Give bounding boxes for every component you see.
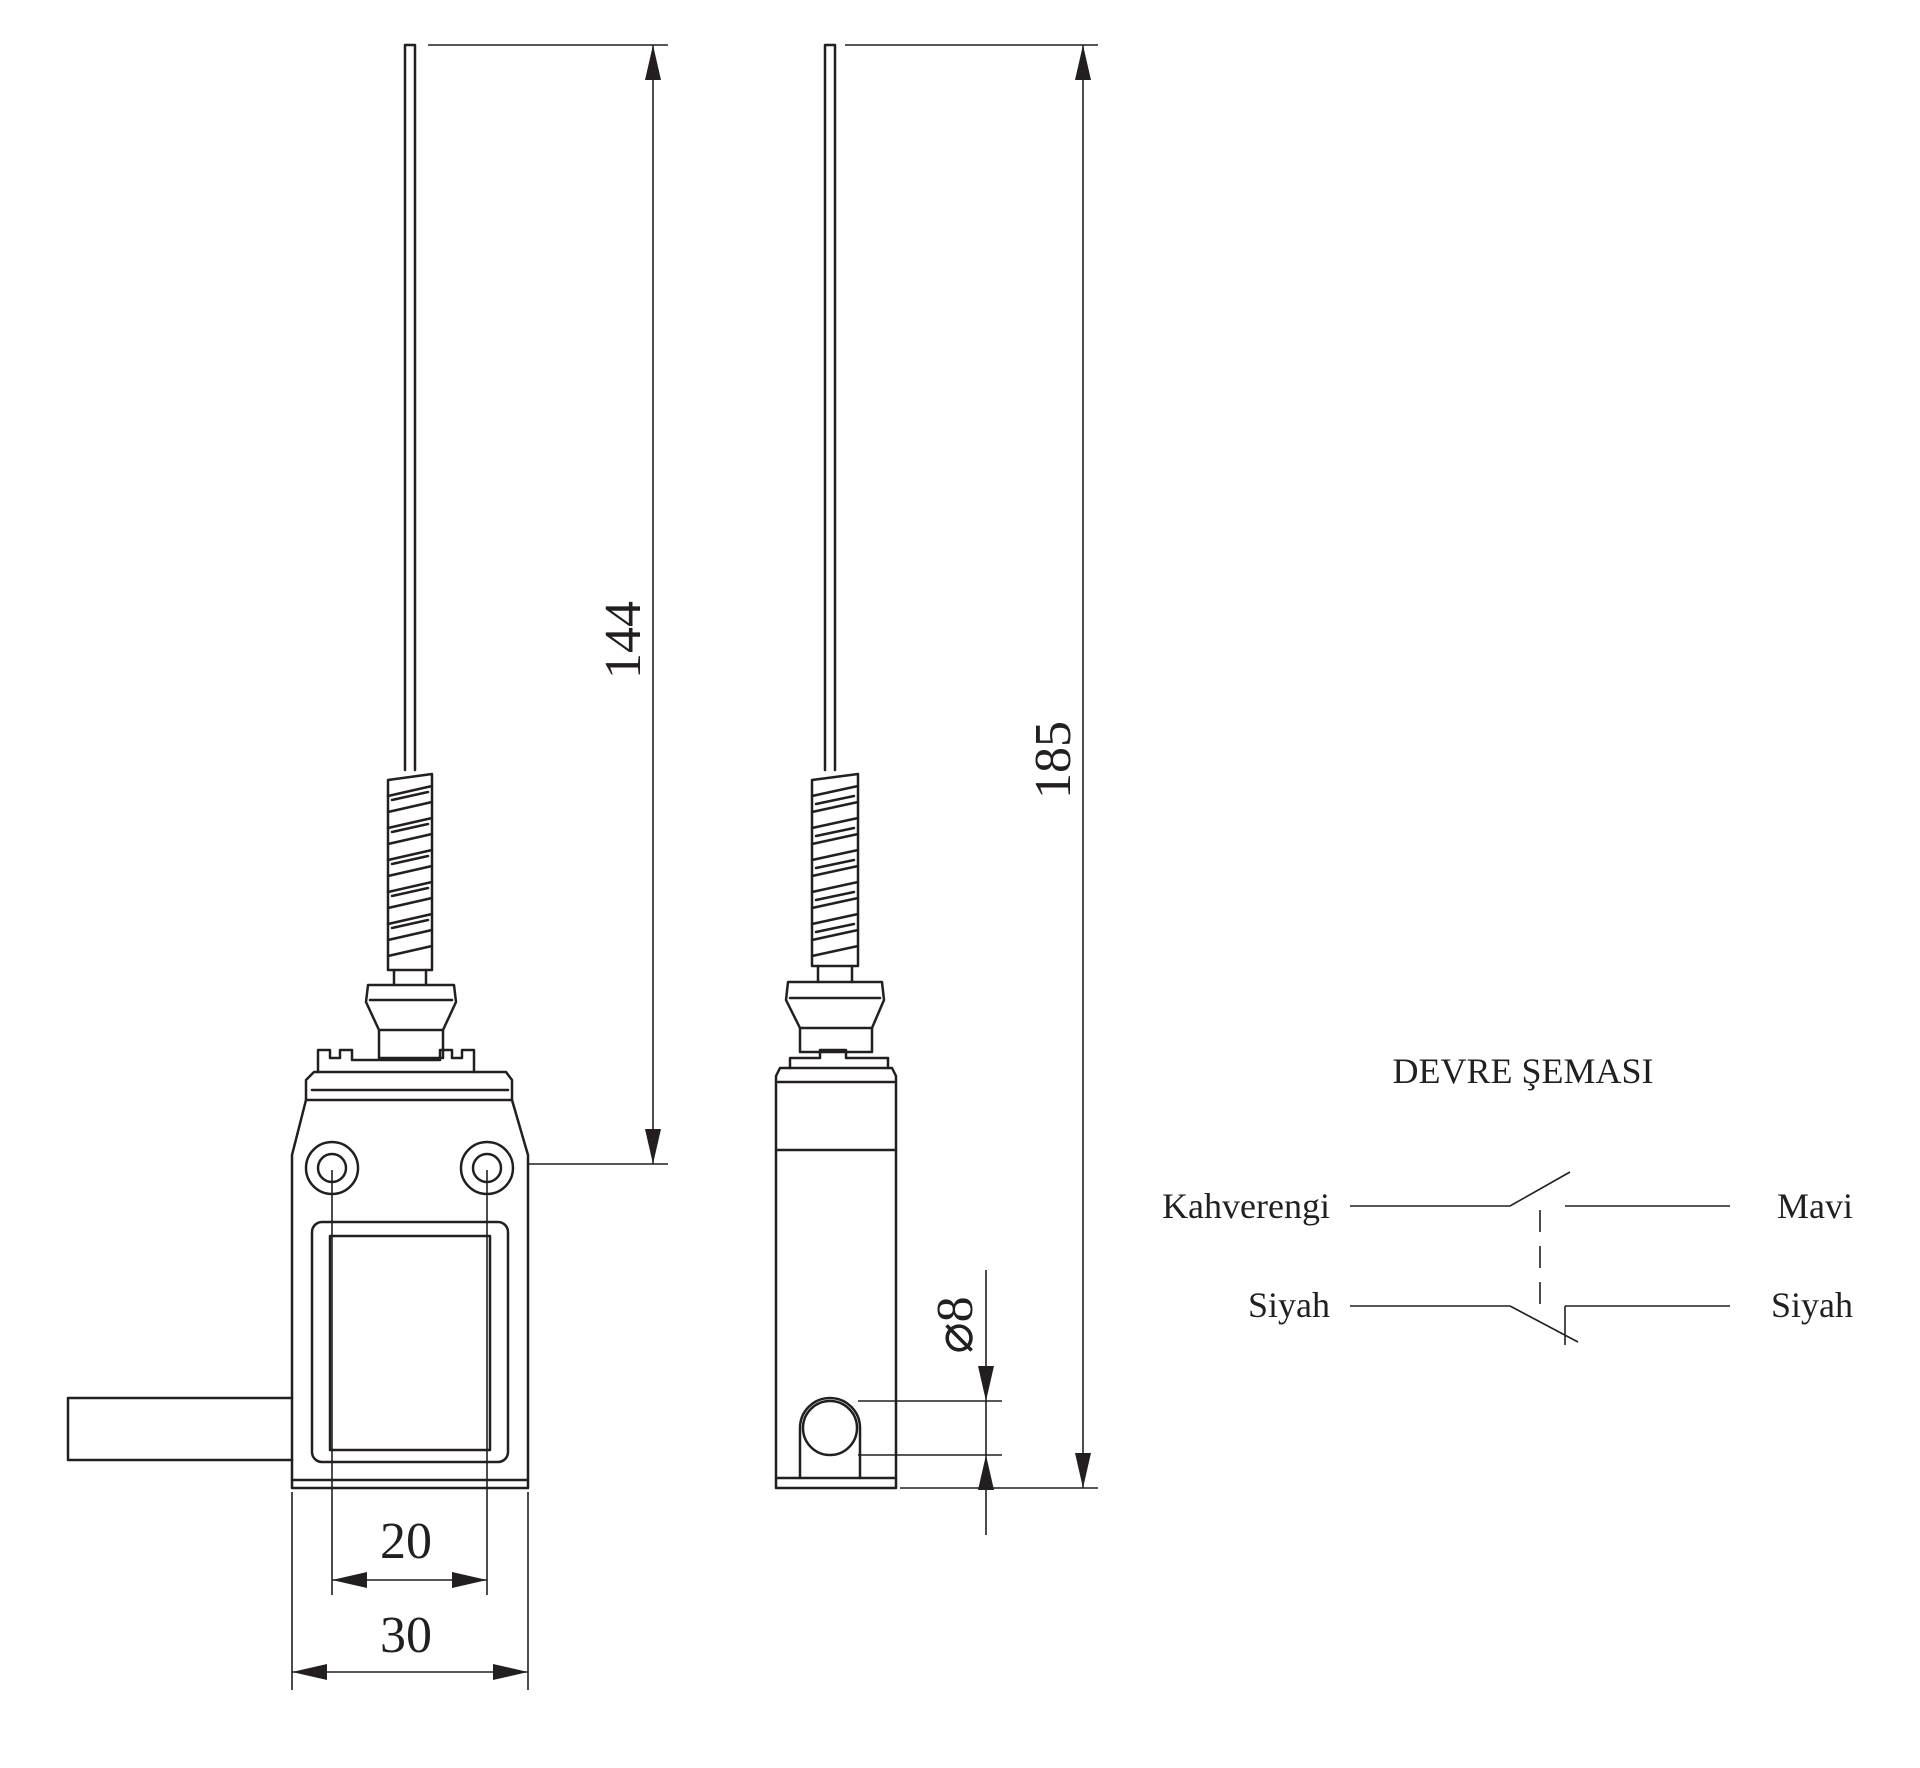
dim-total-height-label: 185 [1025, 721, 1082, 799]
front-housing [290, 1070, 530, 1490]
circuit-label-bottom-left: Siyah [1248, 1285, 1330, 1325]
front-top-rim [316, 1048, 476, 1074]
front-view [66, 43, 530, 1490]
front-label-window [310, 1220, 510, 1464]
dim-body-width-label: 30 [380, 1607, 432, 1664]
dim-hole-spacing [331, 1170, 488, 1595]
circuit-label-bottom-right: Siyah [1771, 1285, 1853, 1325]
circuit-title: DEVRE ŞEMASI [1392, 1051, 1653, 1091]
front-cable [66, 1396, 294, 1462]
side-view [774, 43, 898, 1490]
dim-rod-length-label: 144 [595, 601, 652, 679]
dim-roller-diameter-label: ⌀8 [927, 1296, 984, 1353]
dim-body-width [291, 1492, 529, 1690]
side-housing [774, 1066, 898, 1490]
dim-hole-spacing-label: 20 [380, 1513, 432, 1570]
circuit-symbol [1350, 1171, 1730, 1345]
side-actuator-cap [784, 980, 886, 1054]
circuit-label-top-right: Mavi [1777, 1186, 1853, 1226]
side-top-rim [788, 1048, 890, 1070]
front-wire-rod [403, 43, 417, 772]
side-spring [810, 772, 860, 984]
circuit-label-top-left: Kahverengi [1162, 1186, 1330, 1226]
side-wire-rod [823, 43, 837, 772]
front-actuator-cap [364, 983, 458, 1060]
dim-rod-length [428, 44, 668, 1165]
side-roller [801, 1399, 859, 1457]
dim-roller-diameter [858, 1270, 1002, 1535]
dim-total-height [845, 44, 1098, 1489]
front-spring [386, 772, 434, 987]
